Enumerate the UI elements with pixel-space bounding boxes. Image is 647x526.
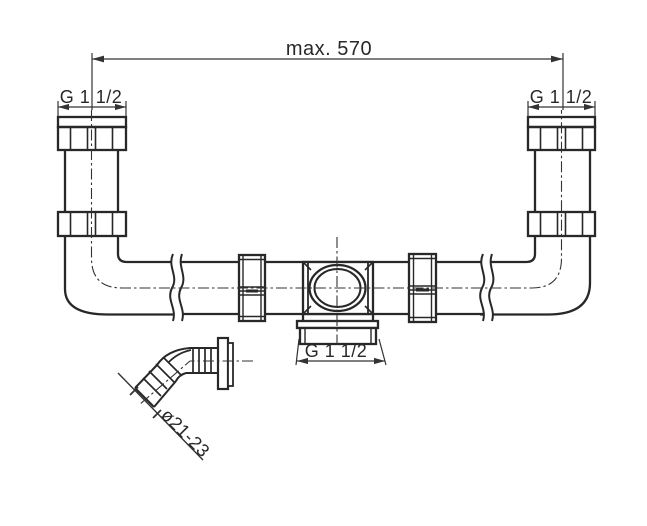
bend-inner-wall bbox=[175, 372, 187, 382]
dimension-left-thread bbox=[57, 101, 127, 117]
union-nut-lower bbox=[526, 210, 597, 238]
corner-chamfer bbox=[364, 305, 374, 315]
arrowhead-left bbox=[297, 357, 308, 365]
right-thread-label: G 1 1/2 bbox=[530, 87, 593, 107]
tube-end-face bbox=[134, 387, 155, 408]
connector-flange-disc bbox=[216, 336, 230, 391]
corner-chamfer bbox=[364, 261, 374, 271]
bottom-thread-label: G 1 1/2 bbox=[305, 341, 368, 361]
angled-tube-lower-wall bbox=[153, 380, 177, 408]
bend-outer-wall bbox=[156, 347, 191, 366]
arrowhead-left bbox=[58, 103, 69, 111]
right-inlet-pipe bbox=[480, 115, 597, 316]
dimension-right-thread bbox=[527, 101, 596, 117]
outlet-nut bbox=[298, 326, 378, 346]
dimension-tick bbox=[152, 409, 162, 419]
left-inlet-pipe bbox=[56, 115, 178, 316]
barb-rib bbox=[142, 377, 162, 397]
elbow-outer-wall bbox=[63, 236, 178, 316]
break-wave bbox=[169, 253, 176, 322]
overall-width-label: max. 570 bbox=[286, 38, 372, 60]
dimension-max-570 bbox=[91, 53, 564, 110]
hose-centerline bbox=[138, 360, 253, 406]
elbow-inner-wall bbox=[116, 236, 178, 264]
dimension-tick bbox=[129, 386, 139, 396]
arrowhead-left bbox=[528, 103, 539, 111]
left-thread-label: G 1 1/2 bbox=[60, 87, 123, 107]
dimension-hose-diameter bbox=[117, 372, 204, 461]
bend-rib bbox=[167, 349, 192, 364]
angled-tube-upper-wall bbox=[134, 364, 158, 389]
extension-line-left bbox=[295, 338, 300, 366]
arrowhead-right bbox=[115, 103, 126, 111]
arrowhead-right bbox=[584, 103, 595, 111]
elbow-outer-wall bbox=[480, 236, 592, 316]
elbow-inner-wall bbox=[480, 236, 537, 264]
barb-rib bbox=[155, 363, 175, 383]
dimension-bottom-thread bbox=[295, 338, 387, 366]
centerlines bbox=[90, 110, 563, 406]
barb-rib bbox=[148, 370, 168, 390]
connector-flange-rim bbox=[227, 342, 234, 387]
arrowhead-right bbox=[551, 55, 563, 63]
hose-connector bbox=[134, 336, 234, 408]
corner-chamfer bbox=[302, 261, 312, 271]
arrowhead-left bbox=[92, 55, 104, 63]
main-pipe-centerline bbox=[90, 110, 563, 289]
arrowhead-right bbox=[374, 357, 385, 365]
hose-diameter-label: ø21-23 bbox=[157, 405, 214, 462]
corner-chamfer bbox=[302, 305, 312, 315]
